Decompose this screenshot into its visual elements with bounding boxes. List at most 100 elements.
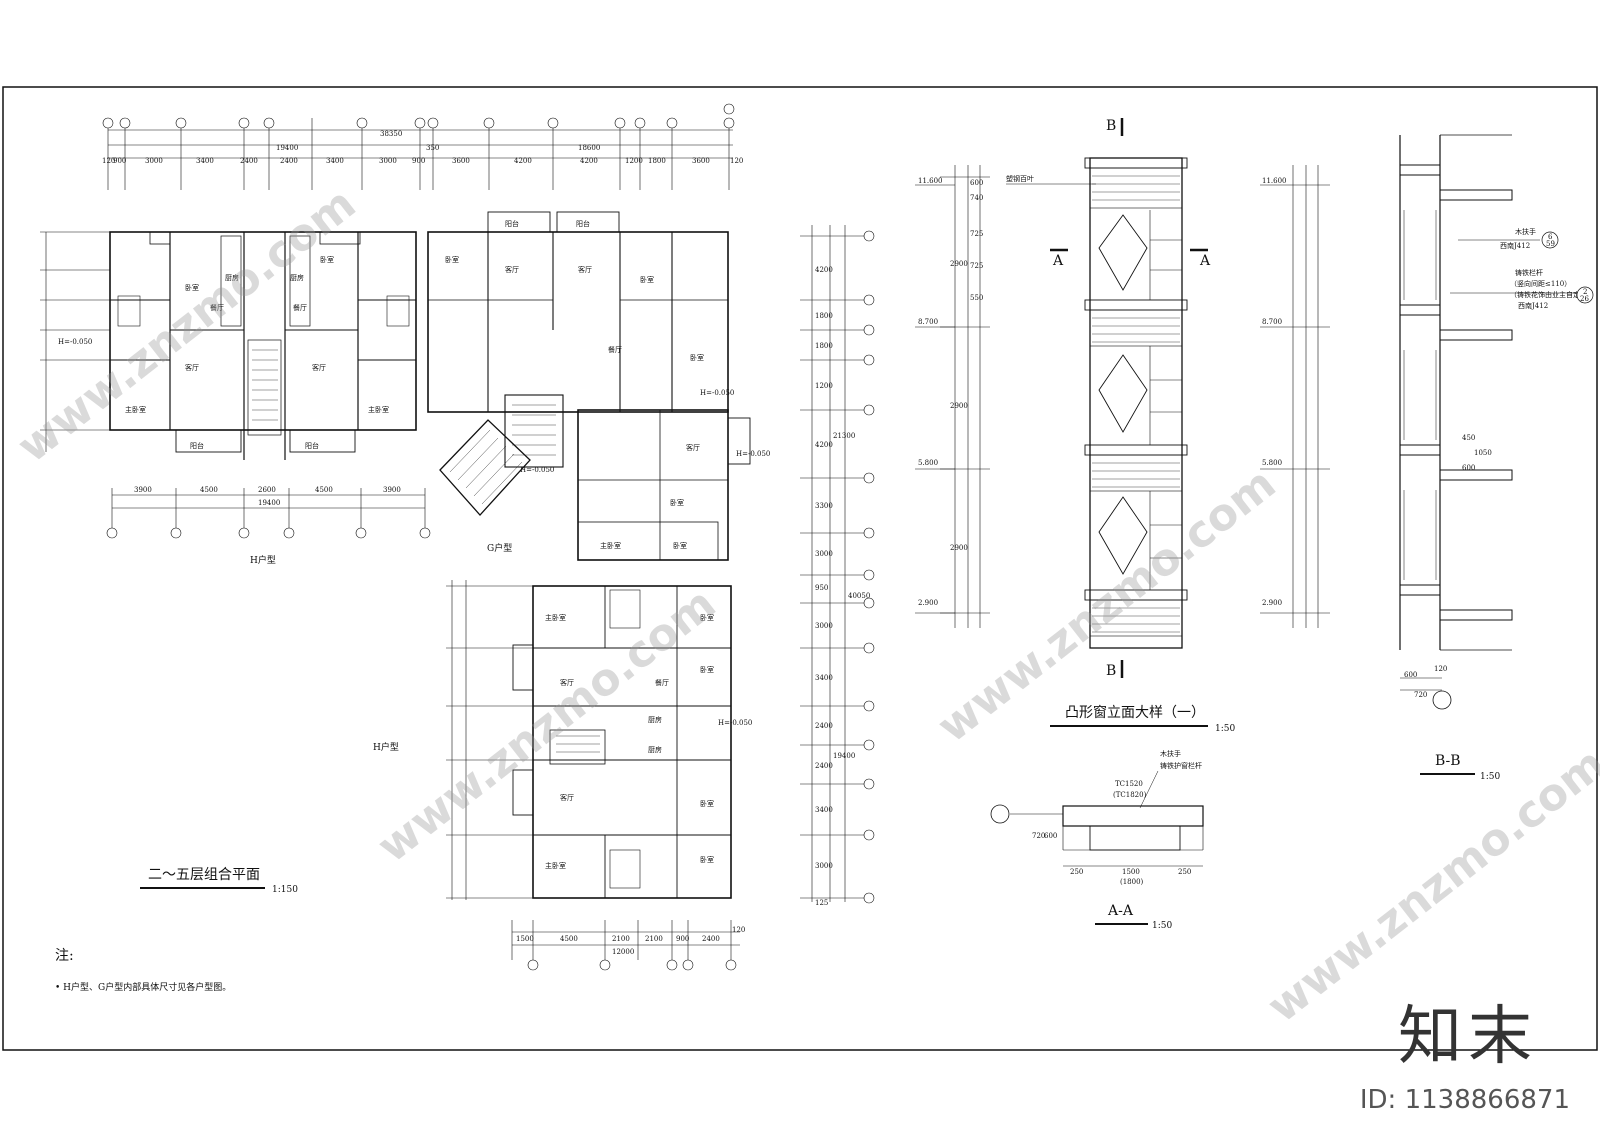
svg-text:卧室: 卧室 bbox=[690, 353, 704, 362]
svg-text:主卧室: 主卧室 bbox=[545, 861, 566, 870]
svg-text:11.600: 11.600 bbox=[918, 177, 943, 185]
svg-text:H=-0.050: H=-0.050 bbox=[736, 450, 770, 458]
bb-ref2-circle bbox=[1576, 286, 1594, 304]
middle-elevation-levels: 11.600 8.700 5.800 2.900 bbox=[1262, 177, 1287, 607]
svg-text:客厅: 客厅 bbox=[505, 265, 519, 274]
window-louver-hatch bbox=[1092, 175, 1180, 633]
lower-bottom-dim-values: 1500 4500 2100 2100 900 2400 120 12000 bbox=[516, 926, 745, 956]
svg-text:1200: 1200 bbox=[625, 157, 643, 165]
svg-text:厨房: 厨房 bbox=[648, 745, 662, 754]
h-bottom-dim-1: 3900 bbox=[134, 486, 152, 494]
svg-text:阳台: 阳台 bbox=[190, 441, 204, 450]
bb-ref1-top: 6 bbox=[1548, 233, 1553, 241]
window-elevation-scale: 1:50 bbox=[1215, 724, 1235, 734]
svg-text:2400: 2400 bbox=[240, 157, 258, 165]
svg-text:900: 900 bbox=[412, 157, 425, 165]
svg-text:4200: 4200 bbox=[514, 157, 532, 165]
aa-dim-3: 250 bbox=[1178, 868, 1191, 876]
svg-text:客厅: 客厅 bbox=[560, 793, 574, 802]
window-elevation-levels: 11.600 8.700 5.800 2.900 2900 2900 2900 … bbox=[918, 177, 983, 607]
svg-text:5.800: 5.800 bbox=[1262, 459, 1282, 467]
svg-text:餐厅: 餐厅 bbox=[608, 345, 622, 354]
svg-text:客厅: 客厅 bbox=[560, 678, 574, 687]
h-unit-labels: 客厅 客厅 卧室 卧室 主卧室 主卧室 餐厅 餐厅 厨房 厨房 阳台 阳台 H=… bbox=[58, 255, 389, 450]
svg-text:主卧室: 主卧室 bbox=[545, 613, 566, 622]
aa-dim-v1: 720 bbox=[1032, 832, 1045, 840]
window-elevation-title: 凸形窗立面大样（一） bbox=[1065, 704, 1205, 721]
svg-text:客厅: 客厅 bbox=[312, 363, 326, 372]
h-unit-bottom-dims bbox=[106, 488, 431, 539]
h-bottom-total: 19400 bbox=[258, 499, 280, 507]
svg-text:21300: 21300 bbox=[833, 432, 855, 440]
lower-bottom-dims bbox=[511, 920, 740, 971]
svg-text:1200: 1200 bbox=[815, 382, 833, 390]
svg-text:卧室: 卧室 bbox=[700, 665, 714, 674]
svg-text:4200: 4200 bbox=[815, 441, 833, 449]
svg-text:3400: 3400 bbox=[815, 806, 833, 814]
top-dim-values: 120 900 3000 3400 2400 2400 3400 3000 90… bbox=[102, 144, 743, 165]
bb-dim-1050: 1050 bbox=[1474, 449, 1492, 457]
svg-text:客厅: 客厅 bbox=[686, 443, 700, 452]
svg-text:950: 950 bbox=[815, 584, 828, 592]
svg-text:客厅: 客厅 bbox=[185, 363, 199, 372]
notes-item-1: • H户型、G户型内部具体尺寸见各户型图。 bbox=[55, 981, 231, 993]
svg-text:2900: 2900 bbox=[950, 544, 968, 552]
svg-text:2400: 2400 bbox=[815, 722, 833, 730]
svg-text:阳台: 阳台 bbox=[305, 441, 319, 450]
svg-text:4200: 4200 bbox=[815, 266, 833, 274]
svg-text:5.800: 5.800 bbox=[918, 459, 938, 467]
svg-text:8.700: 8.700 bbox=[918, 318, 938, 326]
svg-text:4500: 4500 bbox=[560, 935, 578, 943]
svg-text:3000: 3000 bbox=[379, 157, 397, 165]
svg-text:卧室: 卧室 bbox=[320, 255, 334, 264]
section-b-bottom: B bbox=[1106, 663, 1116, 679]
sheet-frame bbox=[2, 86, 1598, 1051]
plan-title: 二～五层组合平面 bbox=[148, 867, 260, 883]
window-elevation-dims bbox=[915, 165, 990, 628]
h-bottom-dim-4: 4500 bbox=[315, 486, 333, 494]
bb-dim-bottom-2: 120 bbox=[1434, 665, 1447, 673]
svg-text:厨房: 厨房 bbox=[648, 715, 662, 724]
bb-dim-600: 600 bbox=[1462, 464, 1475, 472]
top-dimension-chain bbox=[107, 118, 733, 190]
svg-text:3000: 3000 bbox=[815, 550, 833, 558]
svg-text:4200: 4200 bbox=[580, 157, 598, 165]
svg-text:3600: 3600 bbox=[452, 157, 470, 165]
section-aa-drawing bbox=[990, 804, 1204, 867]
notes-heading: 注: bbox=[55, 948, 74, 964]
svg-text:主卧室: 主卧室 bbox=[368, 405, 389, 414]
aa-leader bbox=[1139, 770, 1159, 809]
svg-text:3300: 3300 bbox=[815, 502, 833, 510]
bb-rail-note: （竖向间距≤110） bbox=[1510, 279, 1571, 288]
svg-text:900: 900 bbox=[676, 935, 689, 943]
bb-dim-bottom-1: 600 bbox=[1404, 671, 1417, 679]
bb-ref2-top: 2 bbox=[1583, 288, 1587, 296]
lower-h-unit-title: H户型 bbox=[373, 741, 399, 753]
bb-title: B-B bbox=[1435, 753, 1461, 769]
svg-text:卧室: 卧室 bbox=[700, 613, 714, 622]
svg-text:3400: 3400 bbox=[196, 157, 214, 165]
svg-text:餐厅: 餐厅 bbox=[210, 303, 224, 312]
svg-text:725: 725 bbox=[970, 262, 983, 270]
top-total-dim: 38350 bbox=[380, 130, 402, 138]
right-axis-bubbles bbox=[863, 230, 875, 904]
svg-text:1800: 1800 bbox=[815, 312, 833, 320]
bb-ref1-bot: 59 bbox=[1546, 240, 1555, 248]
section-a-left: A bbox=[1052, 253, 1064, 269]
svg-text:阳台: 阳台 bbox=[505, 219, 519, 228]
brand-logo: 知末 bbox=[1398, 1000, 1538, 1074]
svg-text:600: 600 bbox=[970, 179, 983, 187]
aa-title: A-A bbox=[1107, 903, 1134, 919]
svg-text:H=-0.050: H=-0.050 bbox=[718, 719, 752, 727]
svg-text:卧室: 卧室 bbox=[445, 255, 459, 264]
middle-elevation-dims bbox=[1260, 165, 1330, 628]
svg-text:1500: 1500 bbox=[516, 935, 534, 943]
bb-ref2-bot: 26 bbox=[1580, 295, 1589, 303]
svg-text:3000: 3000 bbox=[815, 862, 833, 870]
svg-text:2100: 2100 bbox=[612, 935, 630, 943]
svg-text:3000: 3000 bbox=[815, 622, 833, 630]
bb-rail-ref: 西南J412 bbox=[1518, 301, 1548, 310]
svg-text:2100: 2100 bbox=[645, 935, 663, 943]
svg-text:8.700: 8.700 bbox=[1262, 318, 1282, 326]
svg-text:11.600: 11.600 bbox=[1262, 177, 1287, 185]
